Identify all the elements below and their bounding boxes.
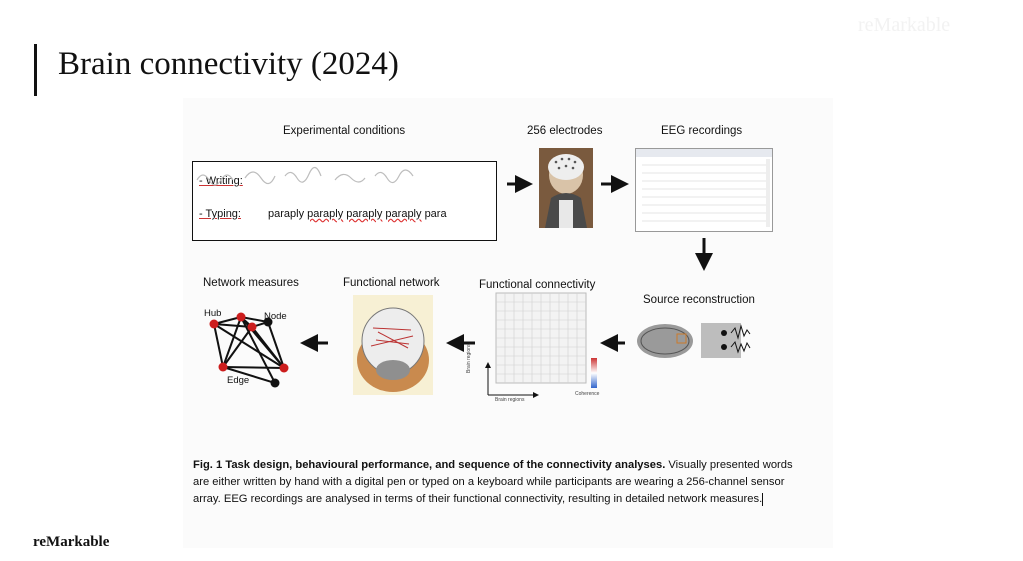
conditions-box: - Writing: - Typing: paraply paraply par… — [192, 161, 497, 241]
label-source-reconstruction: Source reconstruction — [643, 294, 755, 306]
figure-caption: Fig. 1 Task design, behavioural performa… — [193, 457, 793, 508]
matrix-x-axis-label: Brain regions — [495, 397, 525, 403]
source-reconstruction-image — [637, 323, 751, 358]
typing-row: - Typing: — [199, 208, 241, 220]
network-hub-label: Hub — [204, 308, 222, 319]
network-node-label: Node — [264, 311, 287, 322]
label-experimental-conditions: Experimental conditions — [283, 125, 406, 137]
matrix-y-axis-label: Brain regions — [466, 343, 472, 373]
typed-word: para — [424, 208, 447, 220]
brand-logo: reMarkable — [33, 534, 110, 550]
connectivity-matrix — [485, 292, 597, 398]
handwriting-sample — [196, 166, 414, 186]
label-functional-connectivity: Functional connectivity — [479, 279, 596, 291]
network-graph — [209, 312, 289, 388]
label-functional-network: Functional network — [343, 277, 440, 289]
figure-graphics — [209, 175, 751, 398]
network-edge-label: Edge — [227, 375, 250, 386]
figure-panel: Experimental conditions 256 electrodes E… — [183, 98, 833, 548]
slide-title: Brain connectivity (2024) — [58, 46, 399, 82]
typed-word: paraply — [268, 208, 305, 220]
label-network-measures: Network measures — [203, 277, 299, 289]
typed-word: paraply — [346, 208, 383, 220]
eeg-recordings-image — [635, 148, 773, 232]
title-accent-bar — [34, 44, 37, 96]
watermark: reMarkable — [858, 14, 951, 36]
caption-bold: Fig. 1 Task design, behavioural performa… — [193, 459, 666, 471]
functional-network-image — [353, 295, 433, 395]
participant-photo — [539, 148, 593, 228]
caption-text: Visually presented words are either writ… — [193, 459, 793, 505]
matrix-colorbar-label: Coherence — [575, 391, 600, 397]
typed-word: paraply — [385, 208, 422, 220]
label-eeg-recordings: EEG recordings — [661, 125, 743, 137]
text-cursor — [762, 492, 764, 506]
typing-label: - Typing: — [199, 208, 241, 220]
typed-word: paraply — [307, 208, 344, 220]
label-256-electrodes: 256 electrodes — [527, 125, 603, 137]
typing-sample: paraply paraply paraply paraply para — [268, 208, 447, 220]
